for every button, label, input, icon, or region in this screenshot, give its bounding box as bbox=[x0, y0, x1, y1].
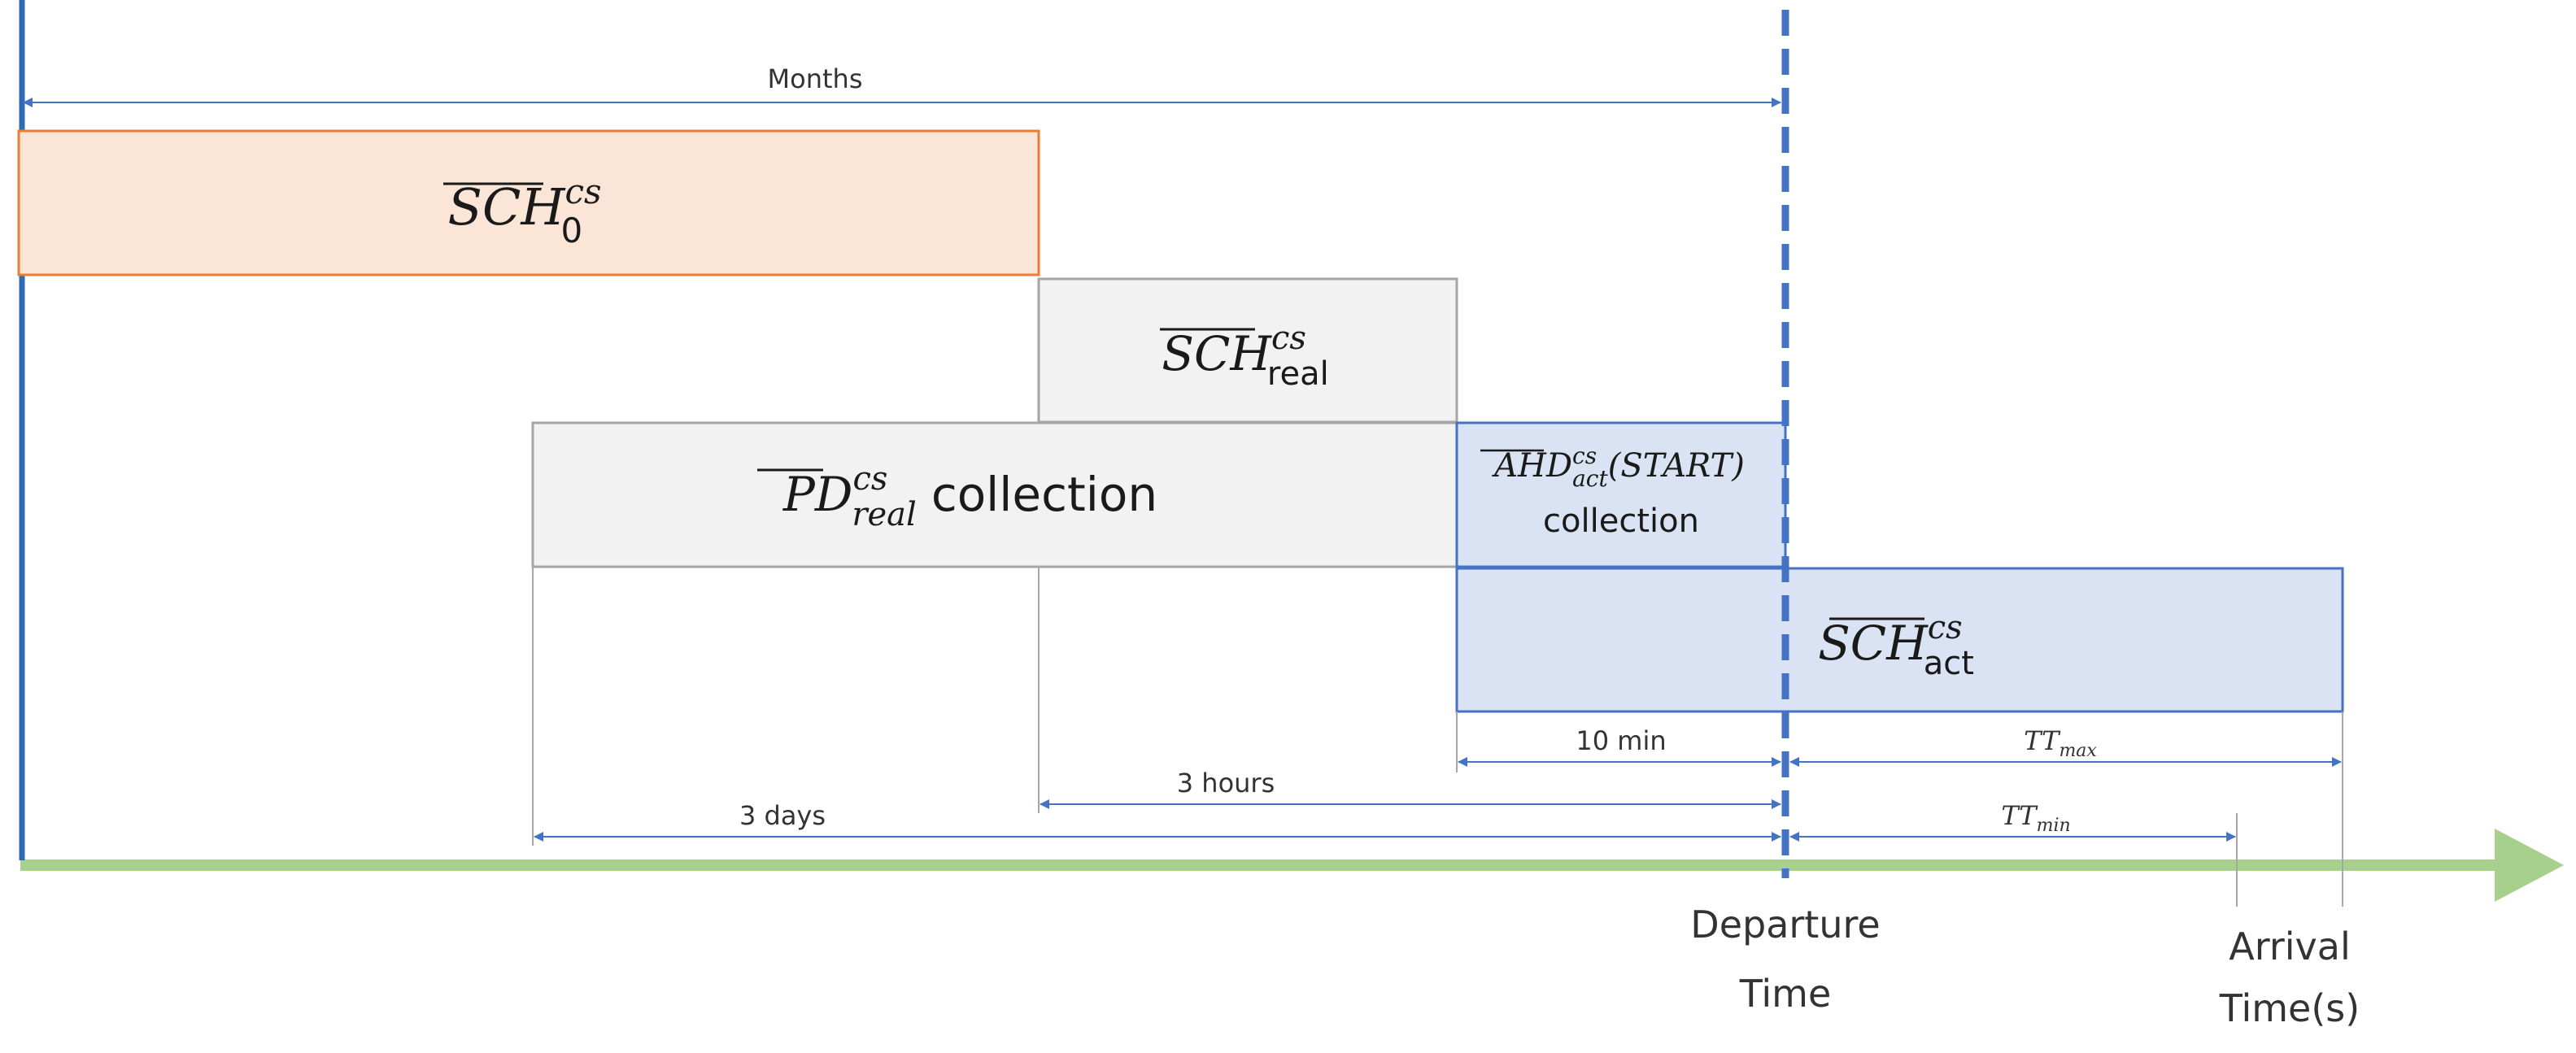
months-label: Months bbox=[768, 63, 863, 94]
three-days-label: 3 days bbox=[739, 800, 826, 831]
sch0-sup: cs bbox=[564, 172, 601, 211]
departure-label-line2: Time bbox=[1739, 972, 1832, 1016]
three-hours-label: 3 hours bbox=[1177, 768, 1275, 798]
ahd-act-line2: collection bbox=[1543, 503, 1699, 540]
tt-min-label: TTmin bbox=[2001, 800, 2070, 836]
tt-max-sub: max bbox=[2059, 741, 2097, 761]
tt-max-label: TTmax bbox=[2024, 725, 2097, 761]
sch-act-base: SCH bbox=[1818, 616, 1929, 671]
box-sch0 bbox=[17, 129, 1040, 276]
sch-act-sub: act bbox=[1924, 645, 1974, 682]
time-axis-arrowhead bbox=[2495, 829, 2564, 902]
box-sch-real bbox=[1037, 277, 1458, 424]
tt-min-sub: min bbox=[2037, 816, 2071, 836]
box-pd-real bbox=[531, 421, 1458, 568]
sch0-sub: 0 bbox=[561, 211, 583, 250]
arrival-label-line2: Time(s) bbox=[2219, 986, 2360, 1030]
tt-min-base: TT bbox=[2001, 800, 2038, 831]
sch-real-base: SCH bbox=[1162, 326, 1272, 381]
box-sch-act bbox=[1455, 567, 2344, 713]
pd-real-suffix: collection bbox=[931, 467, 1157, 522]
ahd-act-arg: (START) bbox=[1608, 447, 1745, 485]
pd-real-sup: cs bbox=[852, 460, 887, 498]
ten-min-label: 10 min bbox=[1576, 725, 1666, 756]
arrival-label-line1: Arrival bbox=[2229, 925, 2350, 968]
ahd-act-sub: act bbox=[1572, 465, 1608, 492]
ahd-act-base: AHD bbox=[1491, 447, 1572, 485]
tt-max-base: TT bbox=[2024, 725, 2061, 756]
sch-act-sup: cs bbox=[1928, 609, 1963, 646]
sch0-base: SCH bbox=[447, 177, 566, 237]
departure-label-line1: Departure bbox=[1690, 903, 1880, 946]
box-ahd-act bbox=[1455, 421, 1787, 568]
pd-real-sub: real bbox=[852, 496, 916, 533]
pd-real-base: PD bbox=[782, 467, 853, 522]
sch-real-sup: cs bbox=[1271, 320, 1306, 357]
ahd-act-sup: cs bbox=[1572, 442, 1597, 469]
sch-real-sub: real bbox=[1267, 355, 1329, 393]
